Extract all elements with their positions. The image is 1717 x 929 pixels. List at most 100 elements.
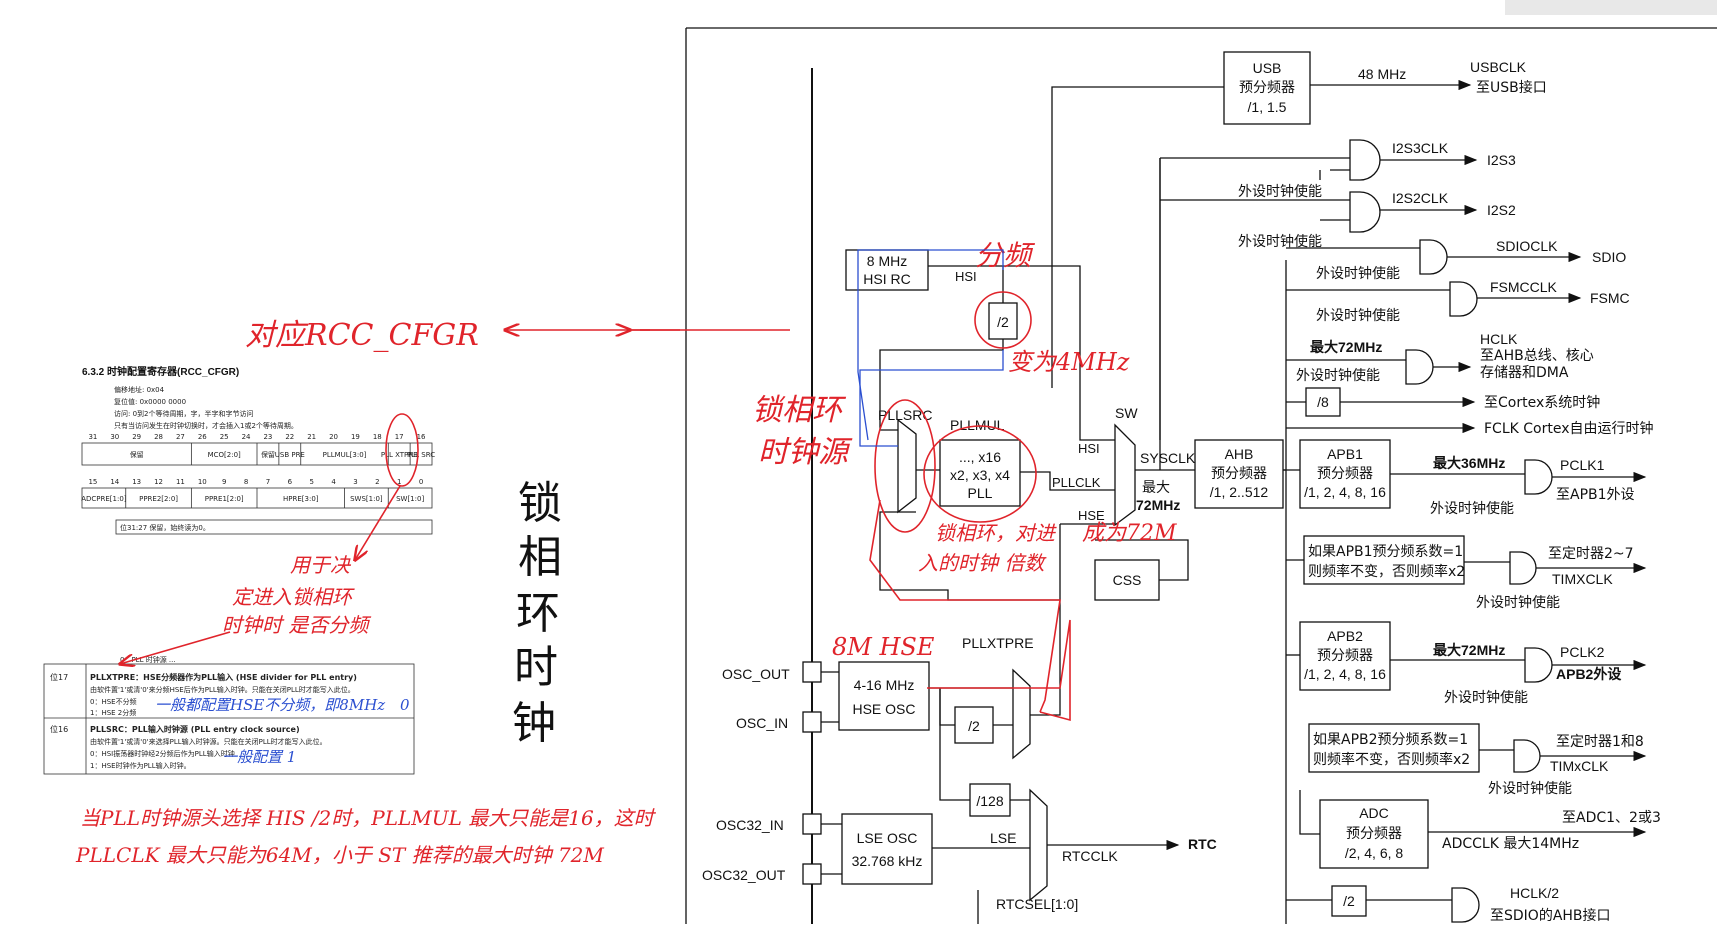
bit17-label: 位17 <box>50 672 68 682</box>
note-vertical-1: 锁 <box>518 478 562 529</box>
hclk-div2-label: /2 <box>1343 893 1355 909</box>
note-vertical-3: 环 <box>516 588 560 639</box>
sdio-label: SDIO <box>1592 249 1626 265</box>
usb-prescaler-box <box>1223 51 1311 125</box>
note-vertical-5: 钟 <box>512 698 556 749</box>
desc-top-text: 0：PLL 时钟源 ... <box>120 655 176 664</box>
apb2-note-2: 则频率不变，否则频率x2 <box>1313 751 1470 768</box>
bit-number: 28 <box>154 433 163 441</box>
bit-number: 24 <box>242 433 251 441</box>
register-heading: 6.3.2 时钟配置寄存器(RCC_CFGR) <box>82 365 239 378</box>
div128-label: /128 <box>976 793 1003 809</box>
hclk-dest-2: 存储器和DMA <box>1480 365 1569 381</box>
osc32-in-pin <box>802 813 822 835</box>
hsi-div2-box <box>988 302 1018 340</box>
apb2-title: APB2 <box>1327 628 1363 644</box>
pllmul-box <box>939 439 1021 507</box>
usbclk-dest: 至USB接口 <box>1476 79 1547 96</box>
hsi-label-1: HSI <box>955 269 977 284</box>
apb2-note-1: 如果APB2预分频系数=1 <box>1313 732 1468 748</box>
register-field: PLL XTPRE <box>381 451 418 459</box>
apb1-timer-note-box <box>1303 535 1465 585</box>
hclk-enable-label: 外设时钟使能 <box>1296 367 1380 384</box>
max36-label: 最大36MHz <box>1433 455 1505 471</box>
hclk-div2-box <box>1331 885 1367 917</box>
sw-mux <box>1114 423 1136 527</box>
timxclk-label: TIMXCLK <box>1552 571 1613 587</box>
hclk-label: HCLK <box>1480 331 1518 347</box>
tim18-and-gate <box>1513 739 1541 773</box>
pclk2-and-gate <box>1524 647 1553 683</box>
osc-out-label: OSC_OUT <box>722 666 790 682</box>
reserved-row <box>115 519 433 535</box>
note-fenpin: 分频 <box>975 239 1036 272</box>
sys-max-1: 最大 <box>1142 480 1170 496</box>
annotations: 对应RCC_CFGR 分频 变为4MHz 锁相环 时钟源 锁相环，对进 入的时钟… <box>75 239 1177 867</box>
ahb-title: AHB <box>1225 446 1254 462</box>
pclk1-enable: 外设时钟使能 <box>1430 500 1514 517</box>
bit-number: 13 <box>132 478 141 486</box>
adc-prescaler-box <box>1319 799 1429 869</box>
i2s3-and-gate <box>1349 139 1381 181</box>
bit-number: 0 <box>419 478 423 486</box>
bit-number: 17 <box>395 433 404 441</box>
bit17-circle <box>385 413 419 487</box>
hse-osc-name: HSE OSC <box>852 701 915 717</box>
note-vertical-4: 时 <box>514 642 558 693</box>
pllmul-circle <box>923 425 1037 523</box>
hclk-and-gate <box>1405 349 1434 385</box>
adc-title: ADC <box>1359 805 1389 821</box>
bit-number: 2 <box>375 478 379 486</box>
bit16-desc: 由软件置'1'或清'0'来选择PLL输入时钟源。只能在关闭PLL时才能写入此位。 <box>90 737 327 746</box>
apb2-max-label: 最大72MHz <box>1433 642 1505 658</box>
bit-number: 31 <box>88 433 97 441</box>
lse-label: LSE <box>990 830 1016 846</box>
register-field: PPRE1[2:0] <box>205 495 244 503</box>
lse-osc-name: LSE OSC <box>857 830 918 846</box>
pllxtpre-mux <box>1012 668 1031 760</box>
timer27-label: 至定时器2~7 <box>1548 546 1634 562</box>
timx-and-gate <box>1509 551 1537 585</box>
fsmcclk-label: FSMCCLK <box>1490 279 1558 295</box>
pclk2-dest: APB2外设 <box>1556 666 1622 682</box>
timer18-label: 至定时器1和8 <box>1556 734 1644 750</box>
note-become4m: 变为4MHz <box>1008 348 1130 376</box>
note-pllsrc-1: 锁相环 <box>752 393 847 428</box>
register-field: SW[1:0] <box>396 495 424 503</box>
apb1-line2: 预分频器 <box>1317 466 1373 482</box>
apb1-title: APB1 <box>1327 446 1363 462</box>
register-field: 保留 <box>261 450 275 459</box>
pclk1-label: PCLK1 <box>1560 457 1605 473</box>
bit-number: 22 <box>285 433 294 441</box>
register-info-3: 访问: 0到2个等待周期，字，半字和字节访问 <box>114 409 254 418</box>
pllmul-line2: x2, x3, x4 <box>950 467 1010 483</box>
register-field: 保留 <box>130 450 144 459</box>
i2s2-label: I2S2 <box>1487 202 1516 218</box>
note-rcc-cfgr: 对应RCC_CFGR <box>245 318 479 353</box>
rtc-label: RTC <box>1188 836 1217 852</box>
timxclk2-label: TIMxCLK <box>1550 758 1609 774</box>
bit17-opt0: 0：HSE不分频 <box>90 697 137 706</box>
bit17-title: PLLXTPRE：HSE分频器作为PLL输入 (HSE divider for … <box>90 672 357 682</box>
note-become72: 成为72M <box>1082 521 1177 546</box>
bit-number: 11 <box>176 478 185 486</box>
fsmc-label: FSMC <box>1590 290 1630 306</box>
apb2-line2: 预分频器 <box>1317 648 1373 664</box>
bit-number: 5 <box>309 478 313 486</box>
note-bit17-2: 定进入锁相环 <box>232 585 355 609</box>
osc-out-pin <box>802 661 822 683</box>
note-bit17-3: 时钟时 是否分频 <box>222 613 371 637</box>
pllmul-line3: PLL <box>968 485 993 501</box>
apb1-prescaler-box <box>1299 439 1391 509</box>
note-hse-nodiv: 一般都配置HSE不分频，即8MHz <box>155 696 385 714</box>
bit-number: 8 <box>244 478 248 486</box>
register-info-1: 偏移地址: 0x04 <box>114 385 165 394</box>
apb2-timer-note-box <box>1308 723 1480 773</box>
div8-label: /8 <box>1317 394 1329 410</box>
sdio-and-gate <box>1419 239 1448 275</box>
bit-number: 6 <box>288 478 293 486</box>
note-zero: 0 <box>400 696 410 714</box>
bit-number: 10 <box>198 478 207 486</box>
pllmul-line1: ..., x16 <box>959 449 1001 465</box>
apb2-line3: /1, 2, 4, 8, 16 <box>1304 666 1386 682</box>
